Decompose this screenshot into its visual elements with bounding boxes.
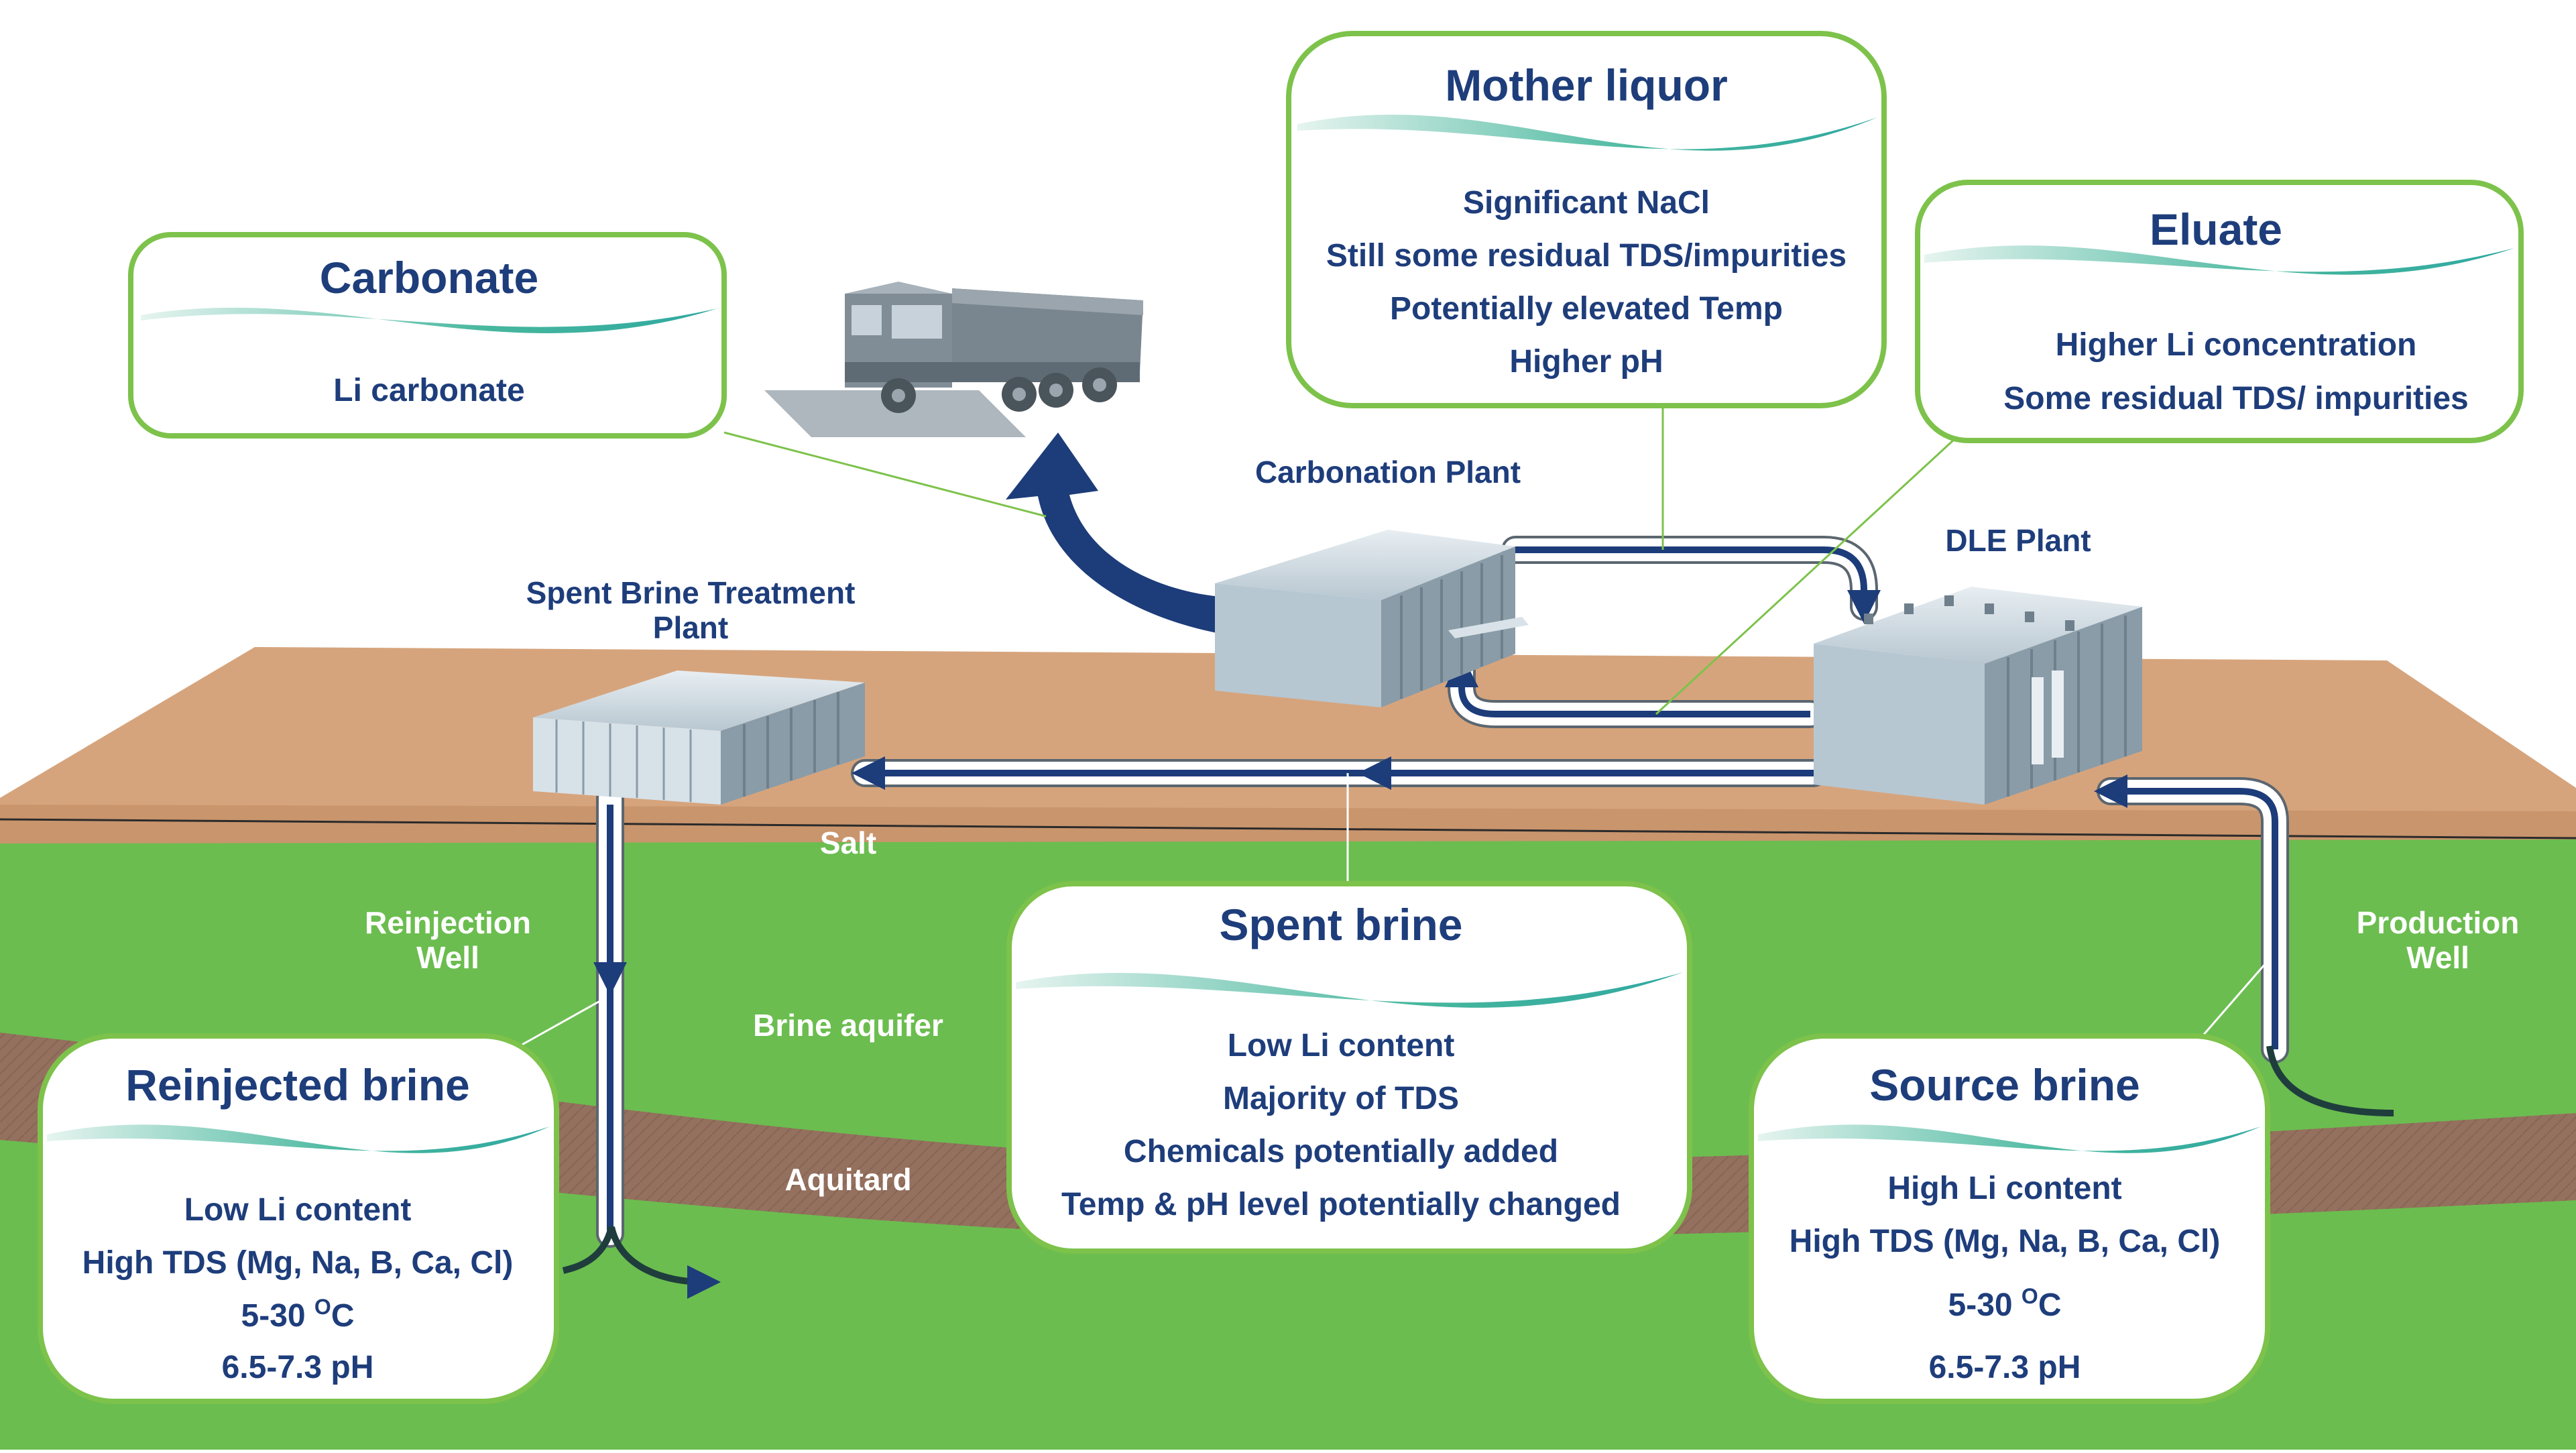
spent-brine-treatment-label-2: Plant [653, 610, 728, 645]
wave-decoration [1758, 1124, 2261, 1153]
carbonate-box-frame [128, 232, 727, 439]
mother-liquor-line-1: Significant NaCl [1463, 185, 1710, 221]
spent-brine-box: Spent brine Low Li content Majority of T… [1006, 881, 1692, 1254]
leader-lines [519, 406, 2271, 1047]
mother-liquor-line-4: Higher pH [1509, 344, 1663, 380]
source-brine-box: Source brine High Li content High TDS (M… [1749, 1033, 2270, 1404]
wave-decoration [1016, 972, 1683, 1008]
reinjection-well-label-1: Reinjection [365, 905, 531, 940]
production-well-label-1: Production [2357, 905, 2520, 940]
spent-brine-line-1: Low Li content [1228, 1028, 1455, 1063]
industrial-container-icon [1814, 587, 2142, 805]
source-brine-line-4: 6.5-7.3 pH [1929, 1350, 2081, 1385]
carbonate-title: Carbonate [320, 253, 538, 302]
source-brine-line-1: High Li content [1887, 1171, 2121, 1206]
eluate-line-2: Some residual TDS/ impurities [2003, 381, 2469, 416]
dump-truck-icon [764, 282, 1143, 437]
eluate-title: Eluate [2150, 205, 2282, 254]
source-brine-line-3: 5-30 OC [1948, 1284, 2062, 1323]
mother-liquor-box: Mother liquor Significant NaCl Still som… [1286, 31, 1887, 408]
spent-brine-line-2: Majority of TDS [1223, 1081, 1459, 1116]
salt-label: Salt [820, 825, 876, 860]
ground-line [0, 818, 2576, 839]
pipes [562, 536, 2394, 1299]
warehouse-icon [1215, 530, 1529, 707]
spent-brine-line-4: Temp & pH level potentially changed [1061, 1187, 1621, 1222]
source-brine-line-2: High TDS (Mg, Na, B, Ca, Cl) [1790, 1224, 2221, 1259]
spent-brine-title: Spent brine [1219, 900, 1462, 949]
spent-brine-line-3: Chemicals potentially added [1124, 1134, 1558, 1169]
soil-edge [0, 805, 2576, 844]
carbonation-plant-label: Carbonation Plant [1255, 455, 1521, 489]
reinjected-brine-line-4: 6.5-7.3 pH [222, 1350, 374, 1385]
spent-brine-treatment-label-1: Spent Brine Treatment [526, 575, 856, 610]
product-arrow [1006, 432, 1220, 634]
greenhouse-plant-icon [533, 671, 865, 805]
wave-decoration [47, 1124, 550, 1153]
eluate-box: Eluate Higher Li concentration Some resi… [1915, 180, 2524, 443]
reinjection-well-label-2: Well [416, 940, 479, 975]
wave-decoration [1297, 114, 1877, 151]
reinjected-brine-line-2: High TDS (Mg, Na, B, Ca, Cl) [82, 1245, 514, 1281]
source-brine-title: Source brine [1869, 1060, 2140, 1110]
dle-plant-label: DLE Plant [1945, 523, 2091, 558]
carbonate-line-1: Li carbonate [333, 373, 524, 408]
reinjected-brine-line-3: 5-30 OC [241, 1295, 355, 1334]
reinjected-brine-box: Reinjected brine Low Li content High TDS… [38, 1033, 559, 1404]
reinjected-brine-line-1: Low Li content [184, 1192, 412, 1228]
production-well-label-2: Well [2406, 940, 2469, 975]
mother-liquor-title: Mother liquor [1445, 60, 1728, 110]
wave-decoration [1924, 245, 2514, 275]
eluate-line-1: Higher Li concentration [2056, 327, 2417, 363]
wave-decoration [141, 307, 717, 333]
mother-liquor-line-2: Still some residual TDS/impurities [1326, 238, 1847, 274]
aquitard-label: Aquitard [784, 1162, 911, 1197]
reinjected-brine-title: Reinjected brine [125, 1060, 469, 1110]
brine-aquifer-label: Brine aquifer [753, 1008, 943, 1043]
mother-liquor-line-3: Potentially elevated Temp [1390, 291, 1783, 327]
carbonate-box: Carbonate Li carbonate [128, 232, 727, 439]
